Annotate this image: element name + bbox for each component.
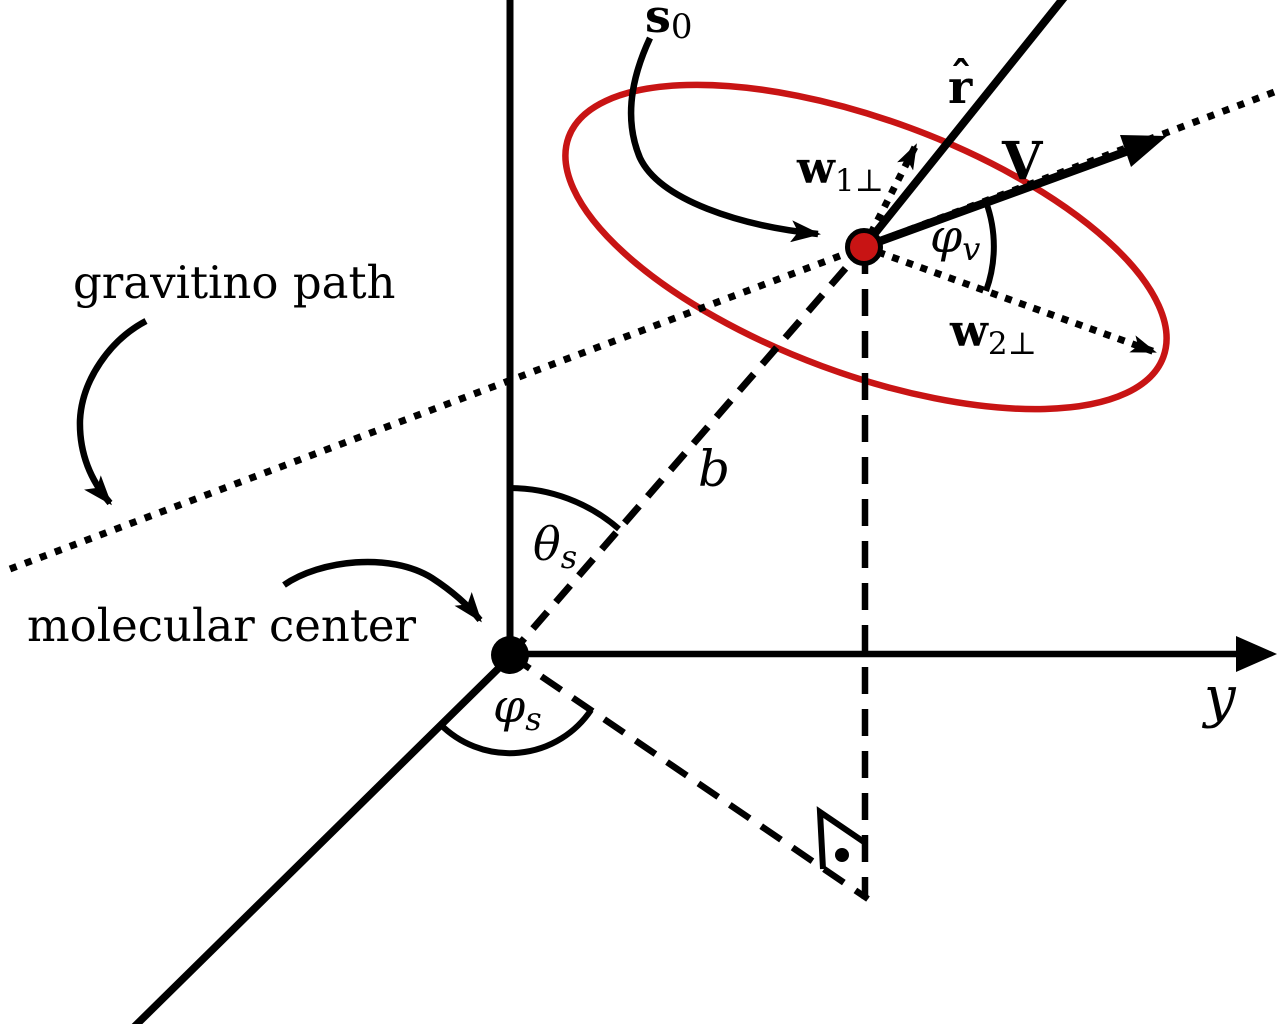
phi-s-arc [437, 708, 594, 757]
velocity-arrowhead [1120, 135, 1167, 167]
w1-perp-dotted-arrow [860, 143, 920, 249]
molecular-center-dot [491, 636, 529, 674]
y-axis-label: y [1201, 665, 1237, 730]
s0-label: s0 [645, 0, 693, 47]
w2-perp-label: w2⊥ [949, 306, 1037, 362]
y-axis-arrowhead [1236, 636, 1277, 672]
s0-annotation-arrow [627, 36, 821, 243]
r-hat-accent: ˆ [950, 53, 972, 104]
molecular-center-label: molecular center [27, 599, 417, 652]
spin-precession-ellipse [562, 81, 1170, 413]
phi-v-label: φv [930, 209, 980, 268]
gravitino-path-dotted-line [8, 87, 1279, 573]
right-angle-marker [816, 806, 866, 870]
gravitino-dot [845, 228, 883, 266]
r-hat-line [860, 0, 1068, 250]
right-angle-dot [835, 848, 849, 862]
w1-perp-label: w1⊥ [796, 143, 884, 199]
gravitino-path-annotation-arrow [76, 318, 148, 506]
phi-v-arc [983, 200, 997, 293]
impact-parameter-label: b [698, 440, 730, 498]
gravitino-path-label: gravitino path [73, 256, 396, 309]
molecular-center-annotation-arrow [282, 558, 483, 623]
velocity-arrow-shaft [862, 144, 1138, 251]
diagonal-projection-dashed-line [508, 652, 870, 902]
x-axis-line [131, 653, 514, 1024]
w2-perp-dotted-arrow [862, 243, 1157, 356]
theta-s-label: θs [533, 517, 577, 576]
r-hat-label: r [948, 60, 973, 114]
impact-parameter-dashed-line [507, 244, 867, 658]
right-angle-marker-lines [816, 806, 866, 870]
theta-s-arc [509, 485, 621, 532]
phi-s-label: φs [493, 679, 542, 738]
velocity-label: V [1001, 131, 1044, 192]
